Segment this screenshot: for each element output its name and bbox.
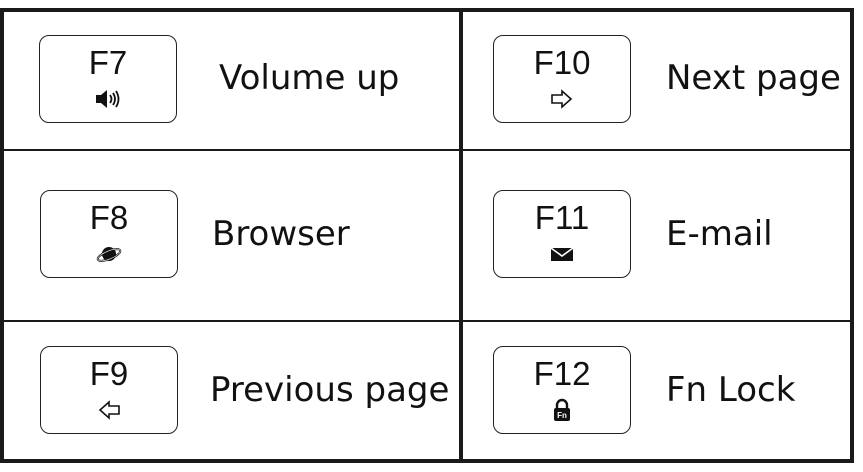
envelope-icon (547, 241, 577, 267)
table-top-border (0, 8, 853, 12)
key-f12: F12 Fn (493, 346, 631, 434)
key-label: E-mail (666, 214, 773, 254)
key-name: F12 (533, 355, 591, 392)
arrow-right-icon (547, 86, 577, 112)
key-f10: F10 (493, 35, 631, 123)
key-name: F11 (534, 199, 590, 236)
key-name: F8 (89, 199, 129, 236)
key-label: Next page (666, 58, 841, 98)
key-label: Volume up (219, 58, 400, 98)
row-divider-2 (0, 320, 853, 322)
key-f7: F7 (39, 35, 177, 123)
fn-lock-icon: Fn (547, 397, 577, 423)
table-bottom-border (0, 459, 853, 463)
key-label: Browser (212, 214, 350, 254)
svg-text:Fn: Fn (557, 411, 567, 420)
volume-up-icon (93, 86, 123, 112)
key-label: Previous page (210, 370, 450, 410)
key-name: F7 (88, 44, 128, 81)
row-divider-1 (0, 149, 853, 151)
key-f9: F9 (40, 346, 178, 434)
key-f8: F8 (40, 190, 178, 278)
column-divider (459, 8, 463, 463)
key-f11: F11 (493, 190, 631, 278)
browser-planet-icon (94, 241, 124, 267)
key-name: F9 (89, 355, 129, 392)
key-name: F10 (533, 44, 591, 81)
key-label: Fn Lock (666, 370, 796, 410)
table-right-border (850, 8, 854, 463)
arrow-left-icon (94, 397, 124, 423)
table-left-border (0, 8, 4, 463)
